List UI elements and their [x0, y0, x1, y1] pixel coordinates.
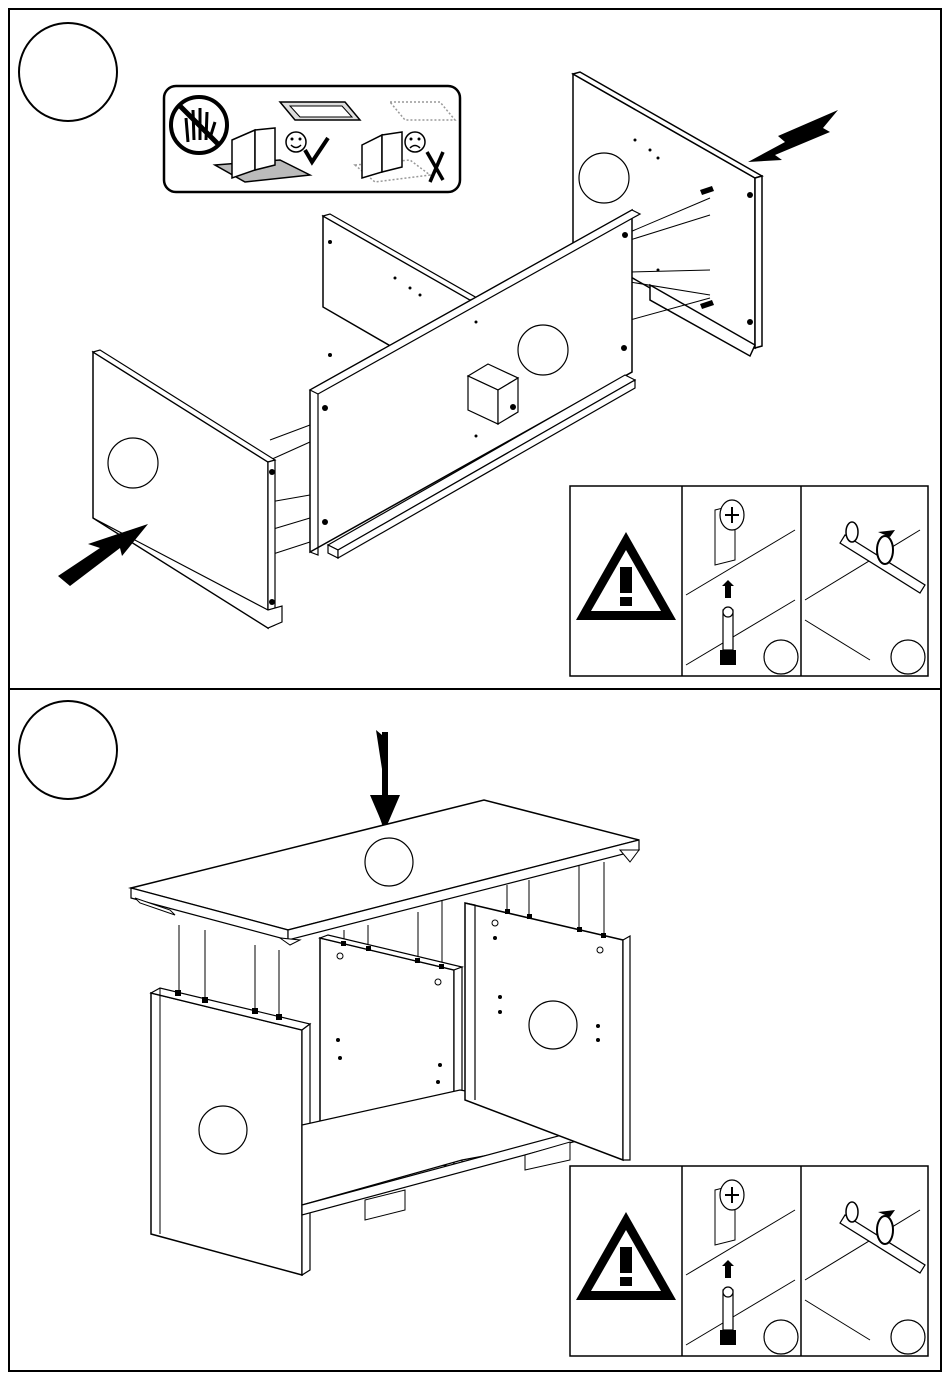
arrow-icon	[58, 524, 148, 586]
rail-guide-lines	[270, 425, 310, 555]
cam-lock-detail-box	[570, 486, 928, 676]
step-2-illustration	[10, 690, 940, 1370]
step-1-number-circle	[19, 23, 117, 121]
cam-lock-detail-box	[570, 1166, 928, 1356]
smiley-icon	[286, 132, 306, 152]
step-2-panel	[8, 688, 942, 1372]
sad-icon	[405, 132, 425, 152]
left-side-panel	[93, 350, 282, 628]
no-hand-icon	[171, 97, 227, 153]
part-label-circle	[579, 153, 629, 203]
part-label-circle	[764, 640, 798, 674]
part-label-circle	[891, 640, 925, 674]
part-label-circle	[365, 838, 413, 886]
arrow-icon	[748, 110, 838, 162]
step-1-panel	[8, 8, 942, 690]
step-1-illustration	[10, 10, 940, 688]
part-label-circle	[891, 1320, 925, 1354]
floor-protection-instruction	[164, 86, 460, 192]
part-label-circle	[529, 1001, 577, 1049]
part-label-circle	[199, 1106, 247, 1154]
part-label-circle	[764, 1320, 798, 1354]
left-side-panel	[151, 988, 310, 1275]
part-label-circle	[518, 325, 568, 375]
step-2-number-circle	[19, 701, 117, 799]
part-label-circle	[108, 438, 158, 488]
down-arrow-icon	[370, 732, 400, 830]
